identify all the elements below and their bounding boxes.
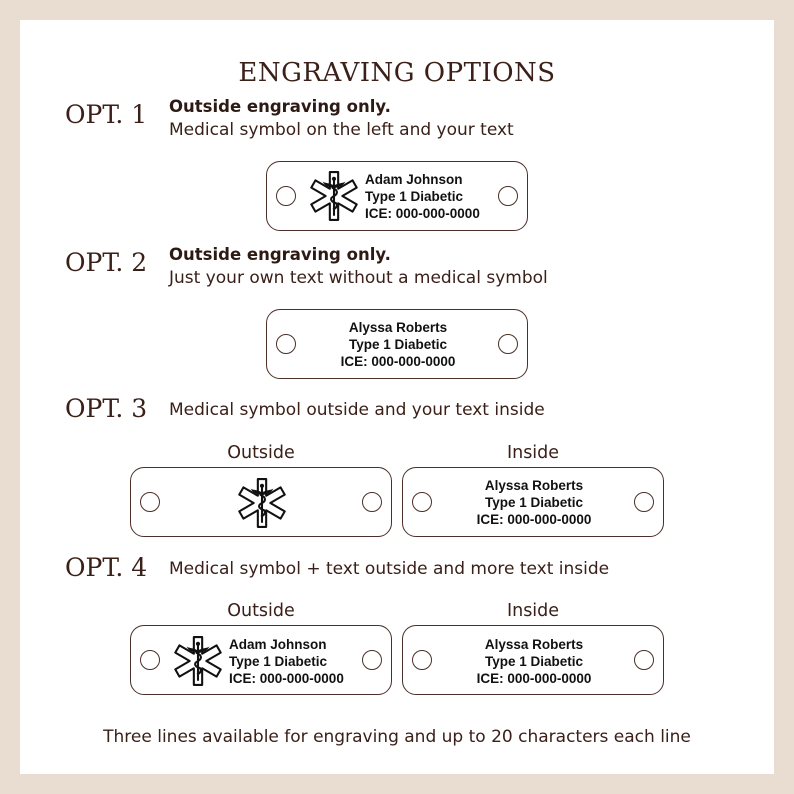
plate-line-3: ICE: 000-000-0000 <box>340 354 456 369</box>
option-3-outside-label: Outside <box>227 443 295 463</box>
plate-line-3: ICE: 000-000-0000 <box>476 671 592 686</box>
plate-line-1: Alyssa Roberts <box>348 320 448 335</box>
option-2-plate: Alyssa Roberts Type 1 Diabetic ICE: 000-… <box>266 309 528 379</box>
plate-line-1: Alyssa Roberts <box>484 637 584 652</box>
plate-hole-right <box>498 334 518 354</box>
star-of-life-icon <box>236 477 288 529</box>
plate-line-1: Adam Johnson <box>229 637 327 652</box>
option-2-label: OPT. 2 <box>65 248 148 277</box>
option-3-outside-plate <box>130 467 392 537</box>
plate-line-2: Type 1 Diabetic <box>365 189 464 204</box>
option-4-label: OPT. 4 <box>65 553 148 582</box>
plate-line-3: ICE: 000-000-0000 <box>476 512 592 527</box>
option-1-label: OPT. 1 <box>65 100 148 129</box>
plate-hole-left <box>140 650 160 670</box>
star-of-life-icon <box>308 170 360 222</box>
plate-text: Adam Johnson Type 1 Diabetic ICE: 000-00… <box>365 171 480 222</box>
option-1-heading: Outside engraving only. <box>169 97 391 116</box>
plate-line-1: Alyssa Roberts <box>484 478 584 493</box>
plate-line-3: ICE: 000-000-0000 <box>365 206 480 221</box>
plate-hole-left <box>276 186 296 206</box>
plate-text: Adam Johnson Type 1 Diabetic ICE: 000-00… <box>229 636 344 687</box>
option-2-heading: Outside engraving only. <box>169 245 391 264</box>
plate-hole-left <box>412 492 432 512</box>
plate-line-3: ICE: 000-000-0000 <box>229 671 344 686</box>
plate-line-1: Adam Johnson <box>365 172 463 187</box>
plate-hole-right <box>362 650 382 670</box>
plate-hole-right <box>362 492 382 512</box>
option-1-description: Medical symbol on the left and your text <box>169 120 514 140</box>
plate-line-2: Type 1 Diabetic <box>484 495 584 510</box>
plate-line-2: Type 1 Diabetic <box>348 337 448 352</box>
option-4-outside-plate: Adam Johnson Type 1 Diabetic ICE: 000-00… <box>130 625 392 695</box>
option-3-label: OPT. 3 <box>65 394 148 423</box>
option-4-outside-label: Outside <box>227 601 295 621</box>
plate-hole-left <box>412 650 432 670</box>
option-4-inside-label: Inside <box>506 601 560 621</box>
plate-hole-left <box>276 334 296 354</box>
plate-hole-left <box>140 492 160 512</box>
page-title: ENGRAVING OPTIONS <box>238 58 556 88</box>
option-3-inside-plate: Alyssa Roberts Type 1 Diabetic ICE: 000-… <box>402 467 664 537</box>
plate-hole-right <box>634 492 654 512</box>
plate-text: Alyssa Roberts Type 1 Diabetic ICE: 000-… <box>403 477 665 528</box>
plate-text: Alyssa Roberts Type 1 Diabetic ICE: 000-… <box>403 636 665 687</box>
plate-hole-right <box>634 650 654 670</box>
option-2-description: Just your own text without a medical sym… <box>169 268 548 288</box>
option-1-plate: Adam Johnson Type 1 Diabetic ICE: 000-00… <box>266 161 528 231</box>
plate-text: Alyssa Roberts Type 1 Diabetic ICE: 000-… <box>267 319 529 370</box>
star-of-life-icon <box>172 635 224 687</box>
option-4-inside-plate: Alyssa Roberts Type 1 Diabetic ICE: 000-… <box>402 625 664 695</box>
option-3-description: Medical symbol outside and your text ins… <box>169 400 545 420</box>
footer-note: Three lines available for engraving and … <box>103 727 691 747</box>
plate-line-2: Type 1 Diabetic <box>229 654 328 669</box>
option-3-inside-label: Inside <box>506 443 560 463</box>
plate-line-2: Type 1 Diabetic <box>484 654 584 669</box>
plate-hole-right <box>498 186 518 206</box>
option-4-description: Medical symbol + text outside and more t… <box>169 559 610 579</box>
engraving-options-card: ENGRAVING OPTIONS OPT. 1 Outside engravi… <box>20 20 774 774</box>
